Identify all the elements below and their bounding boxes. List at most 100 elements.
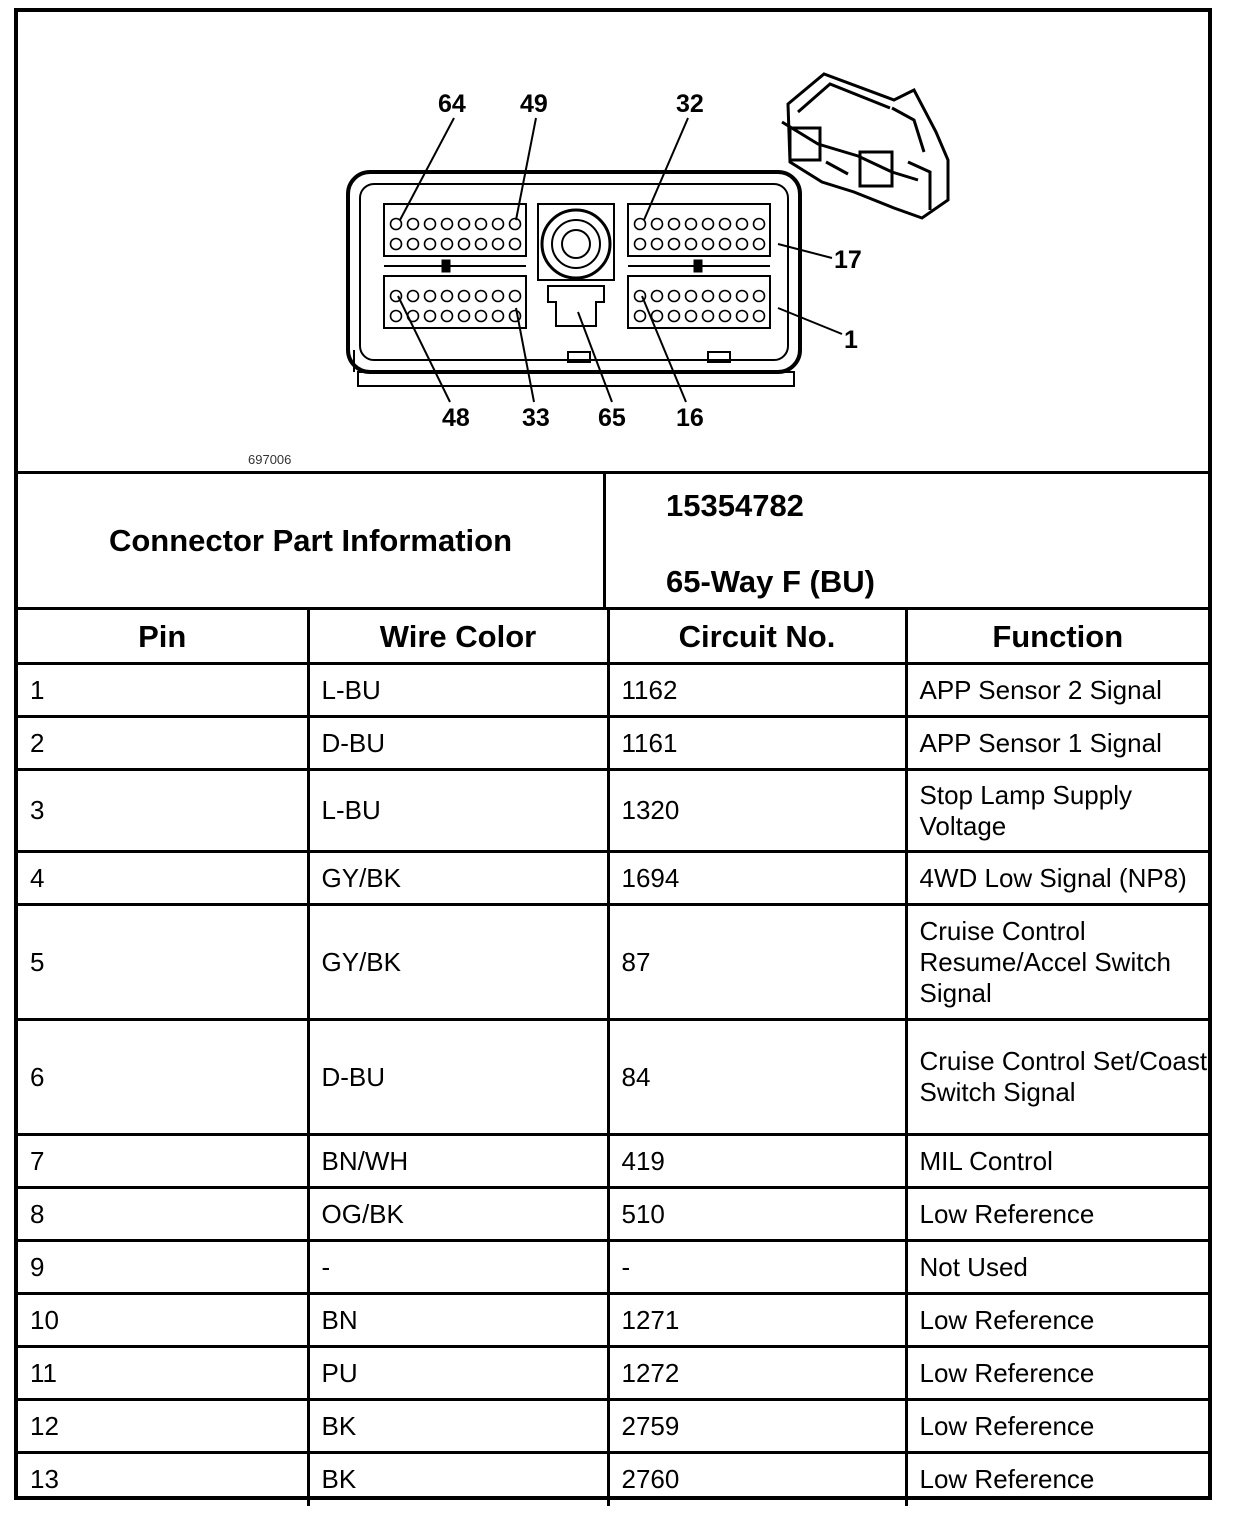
pin-cavity bbox=[667, 289, 681, 303]
pin-cavity bbox=[389, 289, 403, 303]
function-cell: Low Reference bbox=[904, 1398, 1208, 1454]
pin-cavity bbox=[633, 309, 647, 323]
pin-cavity bbox=[667, 309, 681, 323]
circuit-no-cell: 419 bbox=[606, 1133, 908, 1189]
pin-cell: 12 bbox=[18, 1398, 310, 1454]
function-cell: Low Reference bbox=[904, 1345, 1208, 1401]
pin-cell: 10 bbox=[18, 1292, 310, 1348]
pin-cavity bbox=[650, 289, 664, 303]
wire-color-cell: BK bbox=[306, 1451, 610, 1506]
pin-label-48: 48 bbox=[442, 404, 470, 432]
pin-cavity bbox=[701, 289, 715, 303]
pin-cavity bbox=[457, 237, 471, 251]
pin-cavity bbox=[735, 237, 749, 251]
pin-cavity bbox=[508, 309, 522, 323]
circuit-no-cell: 1694 bbox=[606, 850, 908, 906]
wire-color-cell: - bbox=[306, 1239, 610, 1295]
header-wire-color: Wire Color bbox=[306, 610, 610, 665]
pin-cavity bbox=[440, 289, 454, 303]
pin-cavity bbox=[389, 237, 403, 251]
pin-cavity bbox=[389, 217, 403, 231]
pin-cavity bbox=[474, 237, 488, 251]
connector-drawing: 64 49 32 17 1 48 33 65 16 697006 bbox=[248, 72, 950, 467]
pin-cavity bbox=[423, 217, 437, 231]
pin-cavity bbox=[752, 289, 766, 303]
pin-cavity bbox=[440, 217, 454, 231]
pin-cell: 11 bbox=[18, 1345, 310, 1401]
pin-cavity bbox=[423, 309, 437, 323]
pin-cavity bbox=[474, 217, 488, 231]
pin-cavity bbox=[457, 289, 471, 303]
figure-id: 697006 bbox=[248, 452, 291, 467]
circuit-no-cell: 510 bbox=[606, 1186, 908, 1242]
pin-cavity bbox=[633, 289, 647, 303]
wire-color-cell: L-BU bbox=[306, 768, 610, 853]
header-function: Function bbox=[904, 610, 1208, 665]
pin-cavity bbox=[667, 237, 681, 251]
pin-cavity bbox=[650, 237, 664, 251]
pin-cavities bbox=[389, 217, 766, 323]
circuit-no-cell: 84 bbox=[606, 1018, 908, 1136]
pin-cavity bbox=[718, 289, 732, 303]
header-circuit-no: Circuit No. bbox=[606, 610, 908, 665]
wire-color-cell: D-BU bbox=[306, 1018, 610, 1136]
pin-cavity bbox=[406, 217, 420, 231]
connector-info-values: 15354782 65-Way F (BU) bbox=[606, 474, 1208, 607]
pin-cell: 3 bbox=[18, 768, 310, 853]
function-cell: Low Reference bbox=[904, 1186, 1208, 1242]
pin-cell: 8 bbox=[18, 1186, 310, 1242]
wire-color-cell: OG/BK bbox=[306, 1186, 610, 1242]
pin-cavity bbox=[667, 217, 681, 231]
pin-cell: 9 bbox=[18, 1239, 310, 1295]
pin-label-49: 49 bbox=[520, 90, 548, 118]
function-cell: MIL Control bbox=[904, 1133, 1208, 1189]
pin-cavity bbox=[701, 309, 715, 323]
pin-leader-lines bbox=[397, 117, 843, 403]
pin-cell: 7 bbox=[18, 1133, 310, 1189]
circuit-no-cell: 1320 bbox=[606, 768, 908, 853]
pin-table-header: Pin Wire Color Circuit No. Function bbox=[18, 610, 1208, 665]
pin-cavity bbox=[684, 289, 698, 303]
function-cell: Low Reference bbox=[904, 1292, 1208, 1348]
connector-info-label: Connector Part Information bbox=[18, 474, 606, 607]
pin-cavity bbox=[491, 217, 505, 231]
circuit-no-cell: 2759 bbox=[606, 1398, 908, 1454]
function-cell: Cruise Control Set/Coast Switch Signal bbox=[904, 1018, 1208, 1136]
wire-color-cell: L-BU bbox=[306, 662, 610, 718]
pin-cell: 13 bbox=[18, 1451, 310, 1506]
pin-cavity bbox=[457, 217, 471, 231]
pin-cell: 5 bbox=[18, 903, 310, 1021]
circuit-no-cell: 87 bbox=[606, 903, 908, 1021]
pin-cavity bbox=[650, 309, 664, 323]
pin-cell: 2 bbox=[18, 715, 310, 771]
pin-cavity bbox=[701, 237, 715, 251]
part-number: 15354782 bbox=[666, 488, 804, 523]
pin-label-1: 1 bbox=[844, 326, 858, 354]
wire-color-cell: PU bbox=[306, 1345, 610, 1401]
pin-label-17: 17 bbox=[834, 246, 862, 274]
pin-cell: 6 bbox=[18, 1018, 310, 1136]
pin-cavity bbox=[735, 309, 749, 323]
table-row: 9--Not Used bbox=[18, 1239, 1208, 1295]
pin-label-33: 33 bbox=[522, 404, 550, 432]
circuit-no-cell: 1272 bbox=[606, 1345, 908, 1401]
connector-face bbox=[346, 170, 802, 387]
pin-cavity bbox=[735, 289, 749, 303]
wire-color-cell: D-BU bbox=[306, 715, 610, 771]
pin-cavity bbox=[718, 309, 732, 323]
function-cell: Cruise Control Resume/Accel Switch Signa… bbox=[904, 903, 1208, 1021]
circuit-no-cell: - bbox=[606, 1239, 908, 1295]
pin-cavity bbox=[752, 217, 766, 231]
wire-color-cell: GY/BK bbox=[306, 850, 610, 906]
pin-cavity bbox=[508, 217, 522, 231]
pin-cell: 1 bbox=[18, 662, 310, 718]
pin-cavity bbox=[491, 289, 505, 303]
pin-cavity bbox=[718, 237, 732, 251]
